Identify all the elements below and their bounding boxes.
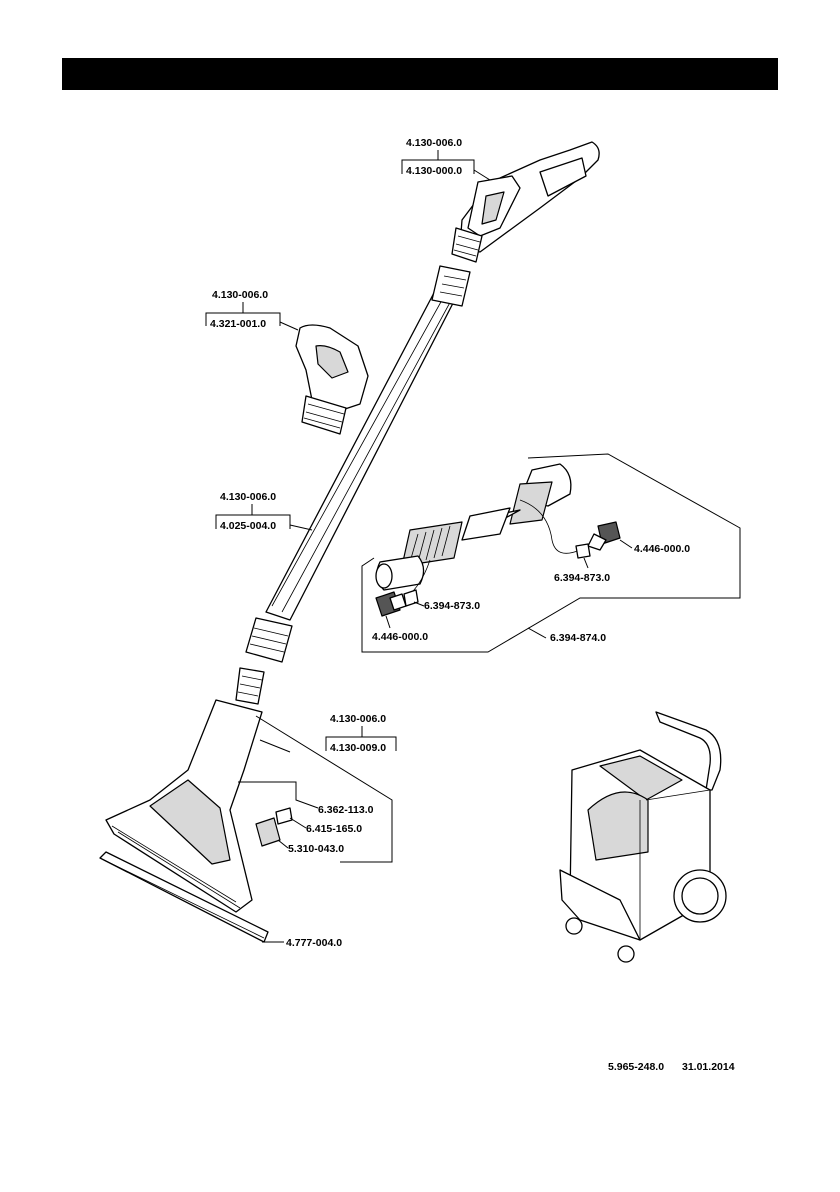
label-grip-small-part: 4.321-001.0 [210,318,266,330]
label-squeegee: 4.777-004.0 [286,937,342,949]
hose-assembly [376,464,620,616]
label-nozzle-c: 5.310-043.0 [288,843,344,855]
label-grip-top-part: 4.130-000.0 [406,165,462,177]
footer-doc-number: 5.965-248.0 [608,1061,664,1073]
label-hose-adapter-left: 4.446-000.0 [372,631,428,643]
small-handle-grip [296,325,368,434]
label-floor-part: 4.130-009.0 [330,742,386,754]
label-floor-ref: 4.130-006.0 [330,713,386,725]
label-grip-top-ref: 4.130-006.0 [406,137,462,149]
label-hose-nut-left: 6.394-873.0 [424,600,480,612]
label-nozzle-b: 6.415-165.0 [306,823,362,835]
label-tube-ref: 4.130-006.0 [220,491,276,503]
label-hose-assembly: 6.394-874.0 [550,632,606,644]
label-hose-adapter-right: 4.446-000.0 [634,543,690,555]
floor-nozzle [100,668,292,942]
label-hose-nut-right: 6.394-873.0 [554,572,610,584]
footer-doc-date: 31.01.2014 [682,1061,735,1073]
machine-illustration [560,712,726,962]
label-nozzle-a: 6.362-113.0 [318,804,374,816]
label-grip-small-ref: 4.130-006.0 [212,289,268,301]
label-tube-part: 4.025-004.0 [220,520,276,532]
